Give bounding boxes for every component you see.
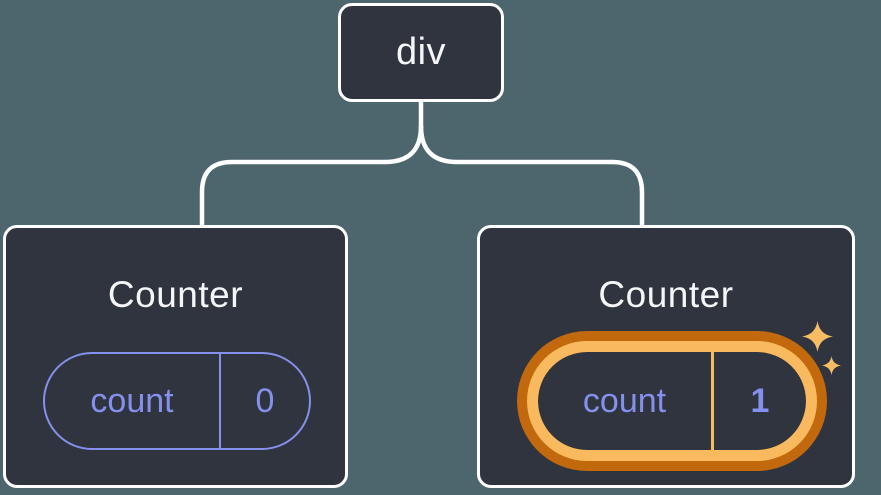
sparkle-icon bbox=[822, 356, 841, 375]
state-pill: count 0 bbox=[43, 352, 311, 450]
counter-title: Counter bbox=[107, 274, 244, 315]
connector-branch-left bbox=[199, 125, 424, 226]
root-node-div: div bbox=[338, 3, 504, 102]
counter-title: Counter bbox=[598, 274, 734, 315]
state-pill-highlighted: count 1 bbox=[538, 352, 806, 450]
state-key-label: count bbox=[45, 354, 221, 448]
state-value: 0 bbox=[255, 381, 275, 420]
root-node-label: div bbox=[395, 31, 447, 73]
state-value: 1 bbox=[750, 381, 770, 420]
state-key-label: count bbox=[538, 352, 714, 450]
counter-node-right: Counter count 1 bbox=[477, 225, 855, 488]
counter-node-left: Counter count 0 bbox=[3, 225, 348, 488]
connector-branch-right bbox=[418, 125, 645, 226]
sparkle-icon bbox=[802, 321, 833, 352]
